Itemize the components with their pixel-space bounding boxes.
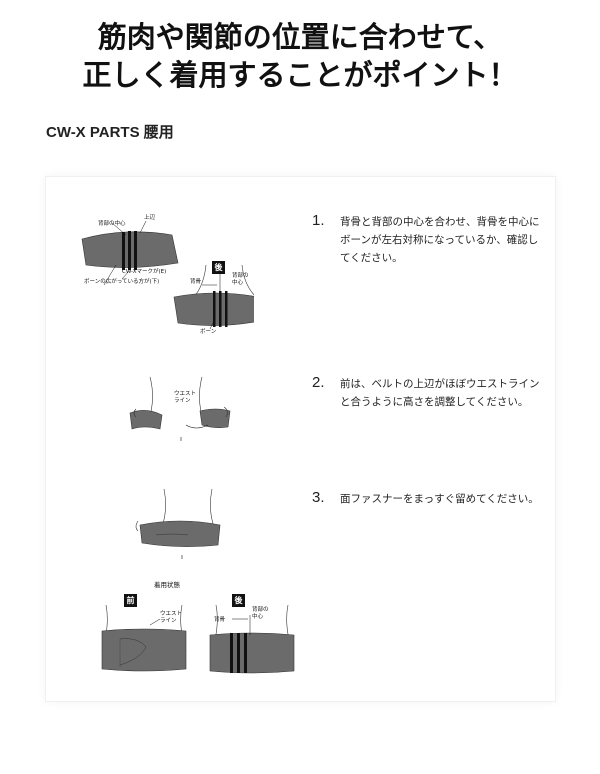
fig4-back-tag: 後	[232, 594, 245, 607]
fig4-status-label: 着用状態	[154, 581, 180, 589]
step-1: 1. 背骨と背部の中心を合わせ、背骨を中心にボーンが左右対称になっているか、確認…	[312, 213, 542, 267]
step-3: 3. 面ファスナーをまっすぐ留めてください。	[312, 490, 542, 508]
step-1-text: 背骨と背部の中心を合わせ、背骨を中心にボーンが左右対称になっているか、確認してく…	[340, 216, 540, 264]
section-title: CW-X PARTS 腰用	[46, 124, 174, 141]
wearing-back-illustration	[209, 604, 295, 674]
instruction-panel: 背部の中心 上辺 CW-Xマークが(E) ボーンの広がっている方が(下) 後 背…	[46, 177, 555, 701]
step-2-text: 前は、ベルトの上辺がほぼウエストラインと合うように高さを調整してください。	[340, 378, 540, 408]
headline-line-2: 正しく着用することがポイント！	[82, 58, 518, 92]
step-3-text: 面ファスナーをまっすぐ留めてください。	[340, 493, 539, 505]
fig1-bone-label: ボーン	[200, 329, 217, 335]
fig1-top-edge-label: 上辺	[144, 215, 156, 221]
fig1-spine-label: 背骨	[190, 279, 202, 285]
fig4-spine-label: 背骨	[214, 617, 226, 623]
fig2-waist-label: ウエスト ライン	[174, 391, 197, 404]
waist-position-illustration	[129, 376, 231, 441]
headline-line-1: 筋肉や関節の位置に合わせて、	[97, 20, 503, 54]
fig1-mark-label: CW-Xマークが(E)	[122, 269, 167, 275]
fig4-center-back-label: 背部の 中心	[252, 607, 269, 620]
step-1-number: 1.	[312, 212, 325, 229]
wearing-front-illustration	[101, 604, 187, 672]
fig4-waist-label: ウエスト ライン	[160, 611, 183, 624]
step-3-number: 3.	[312, 489, 325, 506]
fig1-center-back2-label: 背部の 中心	[232, 273, 249, 286]
belt-layout-illustration	[81, 220, 254, 330]
fig4-front-tag: 前	[124, 594, 137, 607]
fig1-bone-wide-label: ボーンの広がっている方が(下)	[84, 279, 160, 285]
fig1-back-tag: 後	[212, 261, 225, 274]
headline: 筋肉や関節の位置に合わせて、 正しく着用することがポイント！	[0, 18, 600, 94]
step-2: 2. 前は、ベルトの上辺がほぼウエストラインと合うように高さを調整してください。	[312, 375, 542, 411]
fasten-illustration	[135, 488, 221, 559]
fig1-center-back-label: 背部の中心	[98, 221, 126, 227]
step-2-number: 2.	[312, 374, 325, 391]
